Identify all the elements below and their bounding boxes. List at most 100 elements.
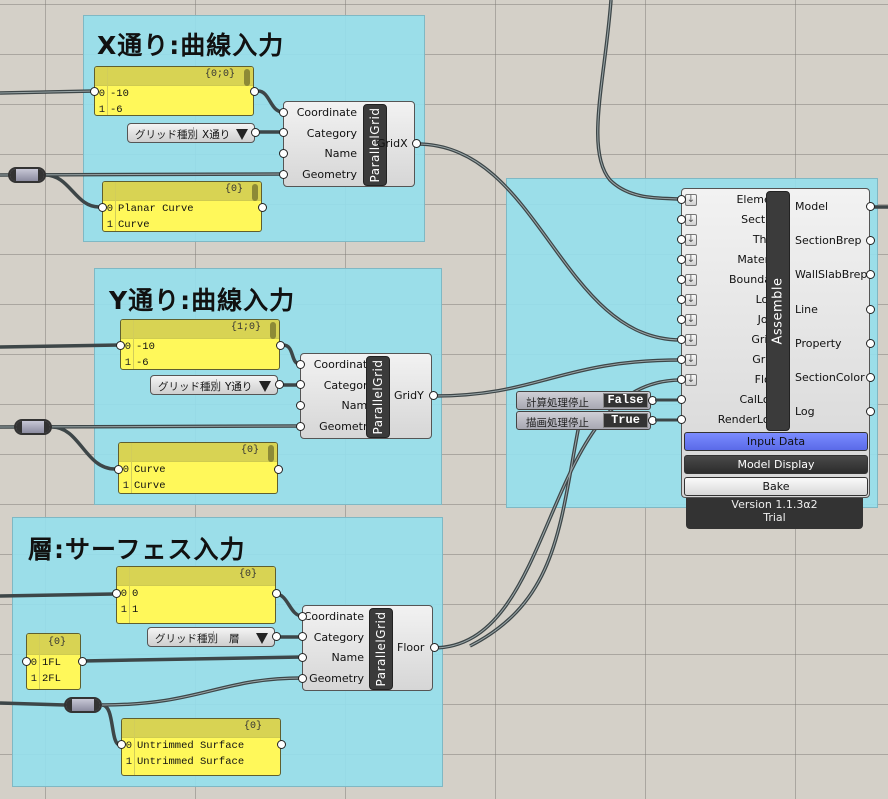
panel-gridy-coordinate[interactable]: {1;0} 0-10 1-6 [120, 319, 280, 370]
dropdown-arrow-icon[interactable] [236, 129, 248, 140]
input-grip[interactable] [296, 360, 305, 369]
input-renderlock[interactable]: RenderLock [717, 413, 782, 426]
flatten-arrow-icon[interactable]: ↓ [685, 274, 697, 286]
input-grip[interactable] [296, 422, 305, 431]
input-category[interactable]: Category [313, 631, 364, 644]
input-grip[interactable] [90, 87, 99, 96]
input-category[interactable]: Category [306, 127, 357, 140]
flatten-arrow-icon[interactable]: ↓ [685, 334, 697, 346]
input-grip[interactable] [677, 255, 686, 264]
output-gridy[interactable]: GridY [394, 389, 424, 402]
relay-floor-geometry[interactable] [64, 697, 102, 713]
toggle-callock[interactable]: 計算処理停止 False [516, 391, 651, 410]
input-grip[interactable] [112, 589, 121, 598]
input-grip[interactable] [98, 203, 107, 212]
value-list-floor[interactable]: グリッド種別 層 [147, 627, 275, 647]
flatten-arrow-icon[interactable]: ↓ [685, 294, 697, 306]
input-grip[interactable] [677, 355, 686, 364]
output-grip[interactable] [430, 643, 439, 652]
parallelgrid-floor[interactable]: Coordinate Category Name Geometry Parall… [302, 605, 433, 691]
output-grip[interactable] [648, 396, 657, 405]
bake-button[interactable]: Bake [684, 477, 868, 496]
input-grip[interactable] [677, 195, 686, 204]
output-grip[interactable] [78, 657, 87, 666]
input-coordinate[interactable]: Coordinate [296, 106, 357, 119]
input-grip[interactable] [117, 740, 126, 749]
panel-scrollbar[interactable] [268, 445, 274, 462]
input-grip[interactable] [279, 149, 288, 158]
input-coordinate[interactable]: Coordinate [303, 610, 364, 623]
input-grip[interactable] [677, 235, 686, 244]
relay-gridy-geometry[interactable] [14, 419, 52, 435]
output-log[interactable]: Log [795, 405, 815, 418]
input-grip[interactable] [114, 465, 123, 474]
input-grip[interactable] [298, 632, 307, 641]
output-grip[interactable] [272, 589, 281, 598]
output-grip[interactable] [866, 270, 875, 279]
output-grip[interactable] [250, 87, 259, 96]
input-name[interactable]: Name [341, 399, 374, 412]
relay-gridx-geometry[interactable] [8, 167, 46, 183]
input-grip[interactable] [677, 335, 686, 344]
toggle-renderlock[interactable]: 描画処理停止 True [516, 411, 651, 430]
input-grip[interactable] [677, 275, 686, 284]
output-grip[interactable] [866, 373, 875, 382]
input-grip[interactable] [298, 653, 307, 662]
parallelgrid-gridx[interactable]: Coordinate Category Name Geometry Parall… [283, 101, 415, 187]
input-grip[interactable] [279, 128, 288, 137]
output-grip[interactable] [866, 407, 875, 416]
output-sectionbrep[interactable]: SectionBrep [795, 234, 862, 247]
output-grip[interactable] [648, 416, 657, 425]
input-grip[interactable] [279, 108, 288, 117]
output-gridx[interactable]: GridX [377, 137, 408, 150]
input-grip[interactable] [296, 380, 305, 389]
toggle-value[interactable]: False [603, 393, 648, 408]
input-grip[interactable] [677, 415, 686, 424]
flatten-arrow-icon[interactable]: ↓ [685, 314, 697, 326]
flatten-arrow-icon[interactable]: ↓ [685, 354, 697, 366]
output-grip[interactable] [866, 305, 875, 314]
panel-scrollbar[interactable] [270, 322, 276, 339]
output-floor[interactable]: Floor [397, 641, 425, 654]
value-list-gridx[interactable]: グリッド種別 X通り [127, 123, 255, 143]
input-grip[interactable] [298, 674, 307, 683]
input-data-button[interactable]: Input Data [684, 432, 868, 451]
flatten-arrow-icon[interactable]: ↓ [685, 374, 697, 386]
input-geometry[interactable]: Geometry [309, 672, 364, 685]
output-grip[interactable] [272, 632, 281, 641]
panel-scrollbar[interactable] [252, 184, 258, 201]
output-grip[interactable] [251, 128, 260, 137]
input-grip[interactable] [296, 401, 305, 410]
dropdown-arrow-icon[interactable] [256, 633, 268, 644]
output-wallslabbrep[interactable]: WallSlabBrep [795, 268, 868, 281]
flatten-arrow-icon[interactable]: ↓ [685, 234, 697, 246]
input-grip[interactable] [677, 295, 686, 304]
input-grip[interactable] [677, 395, 686, 404]
output-grip[interactable] [866, 202, 875, 211]
model-display-button[interactable]: Model Display [684, 455, 868, 474]
output-grip[interactable] [866, 339, 875, 348]
output-property[interactable]: Property [795, 337, 842, 350]
output-model[interactable]: Model [795, 200, 829, 213]
output-grip[interactable] [276, 341, 285, 350]
dropdown-arrow-icon[interactable] [259, 381, 271, 392]
input-geometry[interactable]: Geometry [319, 420, 374, 433]
toggle-value[interactable]: True [603, 413, 648, 428]
input-grip[interactable] [22, 657, 31, 666]
input-grip[interactable] [298, 612, 307, 621]
output-grip[interactable] [866, 236, 875, 245]
assemble-component[interactable]: ↓Element ↓Section ↓Thick ↓Material ↓Boun… [681, 188, 870, 498]
input-name[interactable]: Name [331, 651, 364, 664]
panel-gridx-coordinate[interactable]: {0;0} 0-10 1-6 [94, 66, 254, 116]
panel-scrollbar[interactable] [244, 69, 250, 86]
input-grip[interactable] [677, 375, 686, 384]
value-list-gridy[interactable]: グリッド種別 Y通り [150, 375, 278, 395]
output-line[interactable]: Line [795, 303, 818, 316]
flatten-arrow-icon[interactable]: ↓ [685, 214, 697, 226]
input-geometry[interactable]: Geometry [302, 168, 357, 181]
